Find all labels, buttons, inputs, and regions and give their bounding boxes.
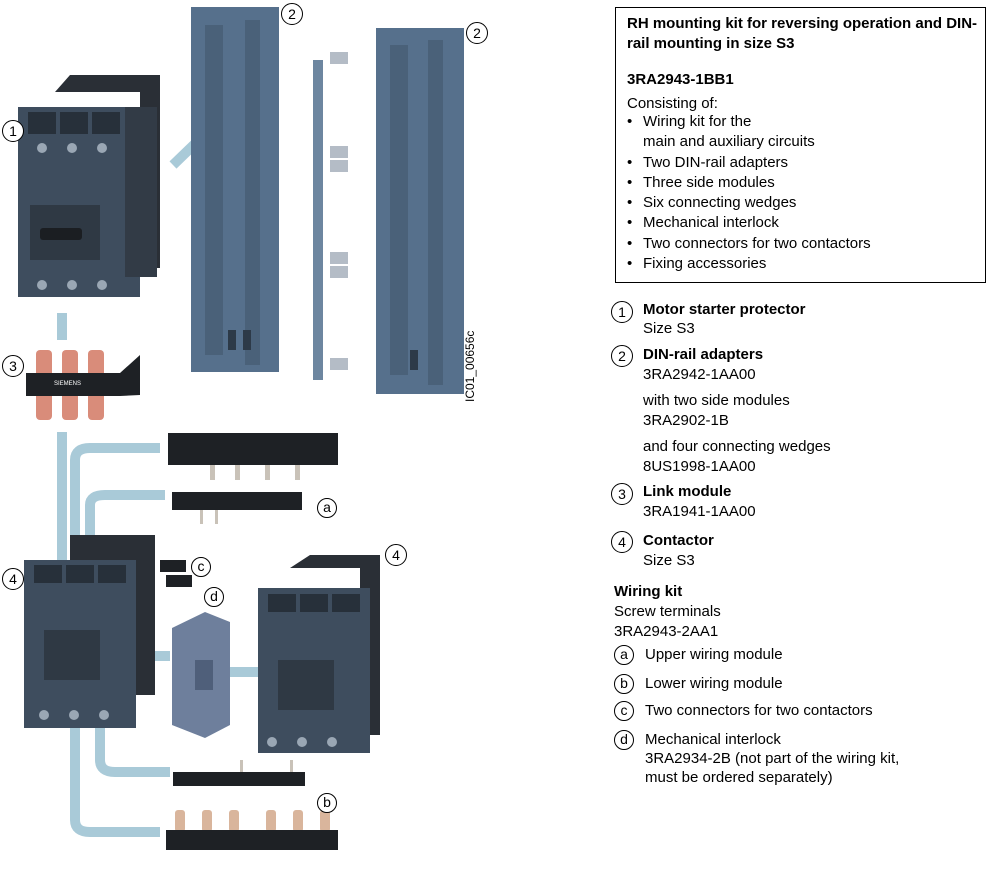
- kit-item: Fixing accessories: [627, 254, 871, 275]
- callout-2-right: 2: [466, 22, 488, 44]
- din-rail-adapter-left: [191, 7, 279, 372]
- callout-d: d: [204, 587, 224, 607]
- callout-4-left: 4: [2, 568, 24, 590]
- kit-title: RH mounting kit for reversing operation …: [627, 15, 978, 52]
- legend-line: with two side modules: [643, 392, 790, 409]
- brand-text-link-module: SIEMENS: [54, 381, 81, 387]
- legend-marker-1: 1: [611, 301, 633, 323]
- kit-item: Six connecting wedges: [627, 193, 871, 214]
- legend-marker-3: 3: [611, 483, 633, 505]
- wiring-part-b: Lower wiring module: [645, 675, 783, 692]
- wiring-marker-c: c: [614, 701, 634, 721]
- legend-name-2: DIN-rail adapters: [643, 346, 764, 363]
- kit-item: Wiring kit for the: [627, 112, 871, 133]
- wiring-part-d: Mechanical interlock: [645, 731, 781, 748]
- kit-item: Two connectors for two contactors: [627, 234, 871, 255]
- side-modules: [313, 60, 323, 380]
- kit-description-box: RH mounting kit for reversing operation …: [615, 7, 986, 283]
- callout-2-left: 2: [281, 3, 303, 25]
- legend-marker-2: 2: [611, 345, 633, 367]
- legend-line: 8US1998-1AA00: [643, 458, 756, 475]
- din-rail-adapter-right: [376, 28, 464, 394]
- callout-b: b: [317, 793, 337, 813]
- connecting-wedges: [330, 52, 348, 370]
- wiring-kit-title: Wiring kit: [614, 583, 683, 600]
- legend-line: 3RA2942-1AA00: [643, 366, 756, 383]
- kit-item-continuation: main and auxiliary circuits: [643, 133, 815, 151]
- callout-c: c: [191, 557, 211, 577]
- legend-name-4: Contactor: [643, 532, 714, 549]
- wiring-marker-b: b: [614, 674, 634, 694]
- mechanical-interlock: [172, 612, 230, 738]
- callout-a: a: [317, 498, 337, 518]
- legend-name-1: Motor starter protector: [643, 301, 806, 318]
- callout-3: 3: [2, 355, 24, 377]
- callout-1: 1: [2, 120, 24, 142]
- lower-auxiliary-wiring-module: [173, 760, 305, 786]
- legend-name-3: Link module: [643, 483, 732, 500]
- drawing-code: IC01_00656c: [463, 330, 477, 402]
- contactor-left: [24, 535, 155, 728]
- wiring-part-c: Two connectors for two contactors: [645, 702, 873, 719]
- wiring-kit-order-number: 3RA2943-2AA1: [614, 623, 719, 640]
- lower-wiring-module: [166, 810, 338, 850]
- wiring-marker-a: a: [614, 645, 634, 665]
- legend-line: 3RA2902-1B: [643, 412, 729, 429]
- legend-marker-4: 4: [611, 531, 633, 553]
- contactor-connectors: [160, 560, 192, 587]
- callout-4-right: 4: [385, 544, 407, 566]
- kit-item: Two DIN-rail adapters: [627, 153, 871, 174]
- kit-consisting-of: Consisting of:: [627, 95, 718, 112]
- auxiliary-wiring-module-top: [172, 492, 302, 524]
- legend-line: Size S3: [643, 552, 695, 569]
- legend-line: and four connecting wedges: [643, 438, 831, 455]
- motor-starter-protector: [18, 75, 160, 297]
- wiring-part-d-note: 3RA2934-2B (not part of the wiring kit,: [645, 750, 900, 767]
- wiring-part-a: Upper wiring module: [645, 646, 783, 663]
- kit-items-list: Wiring kit for the main and auxiliary ci…: [627, 112, 871, 275]
- wiring-part-d-note: must be ordered separately): [645, 769, 833, 786]
- wiring-marker-d: d: [614, 730, 634, 750]
- kit-item: Three side modules: [627, 173, 871, 194]
- wiring-kit-terminals: Screw terminals: [614, 603, 721, 620]
- link-module: [26, 350, 140, 420]
- kit-item: Mechanical interlock: [627, 213, 871, 234]
- contactor-right: [258, 555, 380, 753]
- legend-line: Size S3: [643, 320, 695, 337]
- legend-line: 3RA1941-1AA00: [643, 503, 756, 520]
- upper-wiring-module: [168, 433, 338, 480]
- assembly-guide-lines: [57, 104, 258, 837]
- kit-order-number: 3RA2943-1BB1: [627, 71, 734, 88]
